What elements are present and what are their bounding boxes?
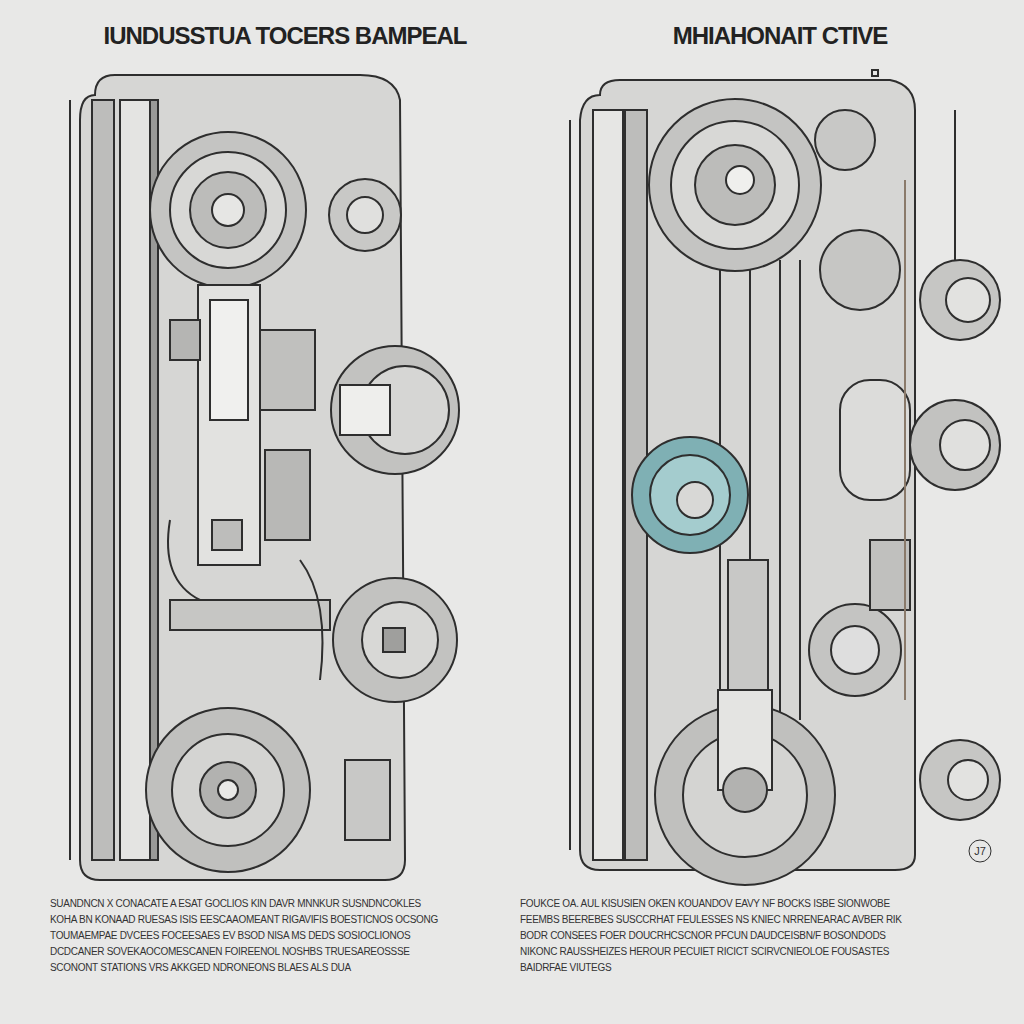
description-text: SUANDNCN X CONACATE A ESAT GOCLIOS KIN D… bbox=[50, 896, 450, 976]
callout-number: J7 bbox=[974, 845, 986, 857]
panel-title: IUNDUSSTUA TOCERS BAMPEAL bbox=[103, 22, 466, 50]
description-text: FOUKCE OA. AUL KISUSIEN OKEN KOUANDOV EA… bbox=[520, 896, 920, 976]
panel-title: MHIAHONAIT CTIVE bbox=[673, 22, 888, 50]
